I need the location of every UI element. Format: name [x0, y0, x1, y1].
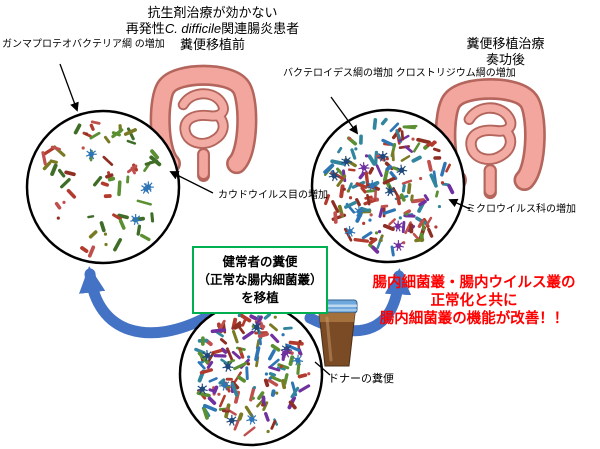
gammaproteobacteria-label: ガンマプロテオバクテリア綱 の増加 — [2, 39, 165, 50]
cup-lid-ridge — [317, 304, 357, 307]
microbes-after — [323, 117, 455, 257]
transplant-instruction-box: 健常者の糞便 （正常な腸内細菌叢） を移植 — [192, 246, 328, 314]
colon-before-illustration — [149, 64, 258, 182]
pre-title-line2-suffix: 関連腸炎患者 — [221, 21, 300, 36]
result-text: 腸内細菌叢・腸内ウイルス叢の 正常化と共に 腸内細菌叢の機能が改善！！ — [372, 275, 576, 327]
donor-feces-label: ドナーの糞便 — [328, 373, 394, 385]
cup-lid-ridge — [317, 309, 357, 311]
microbiome-after-circle — [310, 108, 466, 264]
small-intestine — [179, 90, 227, 148]
pre-title-line3: 糞便移植前 — [179, 37, 245, 52]
gamma-pointer-arrow — [59, 63, 79, 112]
post-transplant-title: 糞便移植治療 奏功後 — [466, 36, 545, 67]
microbiome-donor-circle — [178, 301, 324, 447]
pre-title-line2: 再発性C. difficile関連腸炎患者 — [110, 21, 315, 37]
microviridae-label: ミクロウイルス科の増加 — [466, 204, 576, 215]
pre-transplant-title: 抗生剤治療が効かない 再発性C. difficile関連腸炎患者 糞便移植前 — [110, 5, 315, 53]
microbiome-before-circle — [25, 109, 181, 265]
pre-title-line2-prefix: 再発性 — [125, 21, 165, 36]
caudovirales-label: カウドウイルス目の増加 — [218, 190, 328, 201]
magnifier-circle — [25, 109, 181, 265]
bacteroidetes-clostridium-label: バクテロイデス綱の増加 クロストリジウム綱の増加 — [283, 68, 516, 79]
microbes-donor — [194, 312, 311, 437]
bacteroidetes-pointer-arrow — [330, 96, 359, 135]
donor-pointer-line — [314, 361, 331, 376]
stool-sample-cup — [316, 299, 358, 367]
microviridae-pointer-arrow — [448, 198, 471, 210]
pointer-lines — [59, 63, 471, 376]
pre-title-line1: 抗生剤治療が効かない — [147, 5, 278, 20]
transplant-arrow-left — [79, 266, 213, 339]
cup-highlight — [325, 316, 333, 362]
colon — [152, 67, 255, 172]
microbes-before — [41, 120, 162, 258]
small-intestine — [465, 104, 515, 164]
cdifficile-italic: C. difficile — [164, 21, 222, 36]
caudovirales-pointer-arrow — [169, 171, 214, 194]
